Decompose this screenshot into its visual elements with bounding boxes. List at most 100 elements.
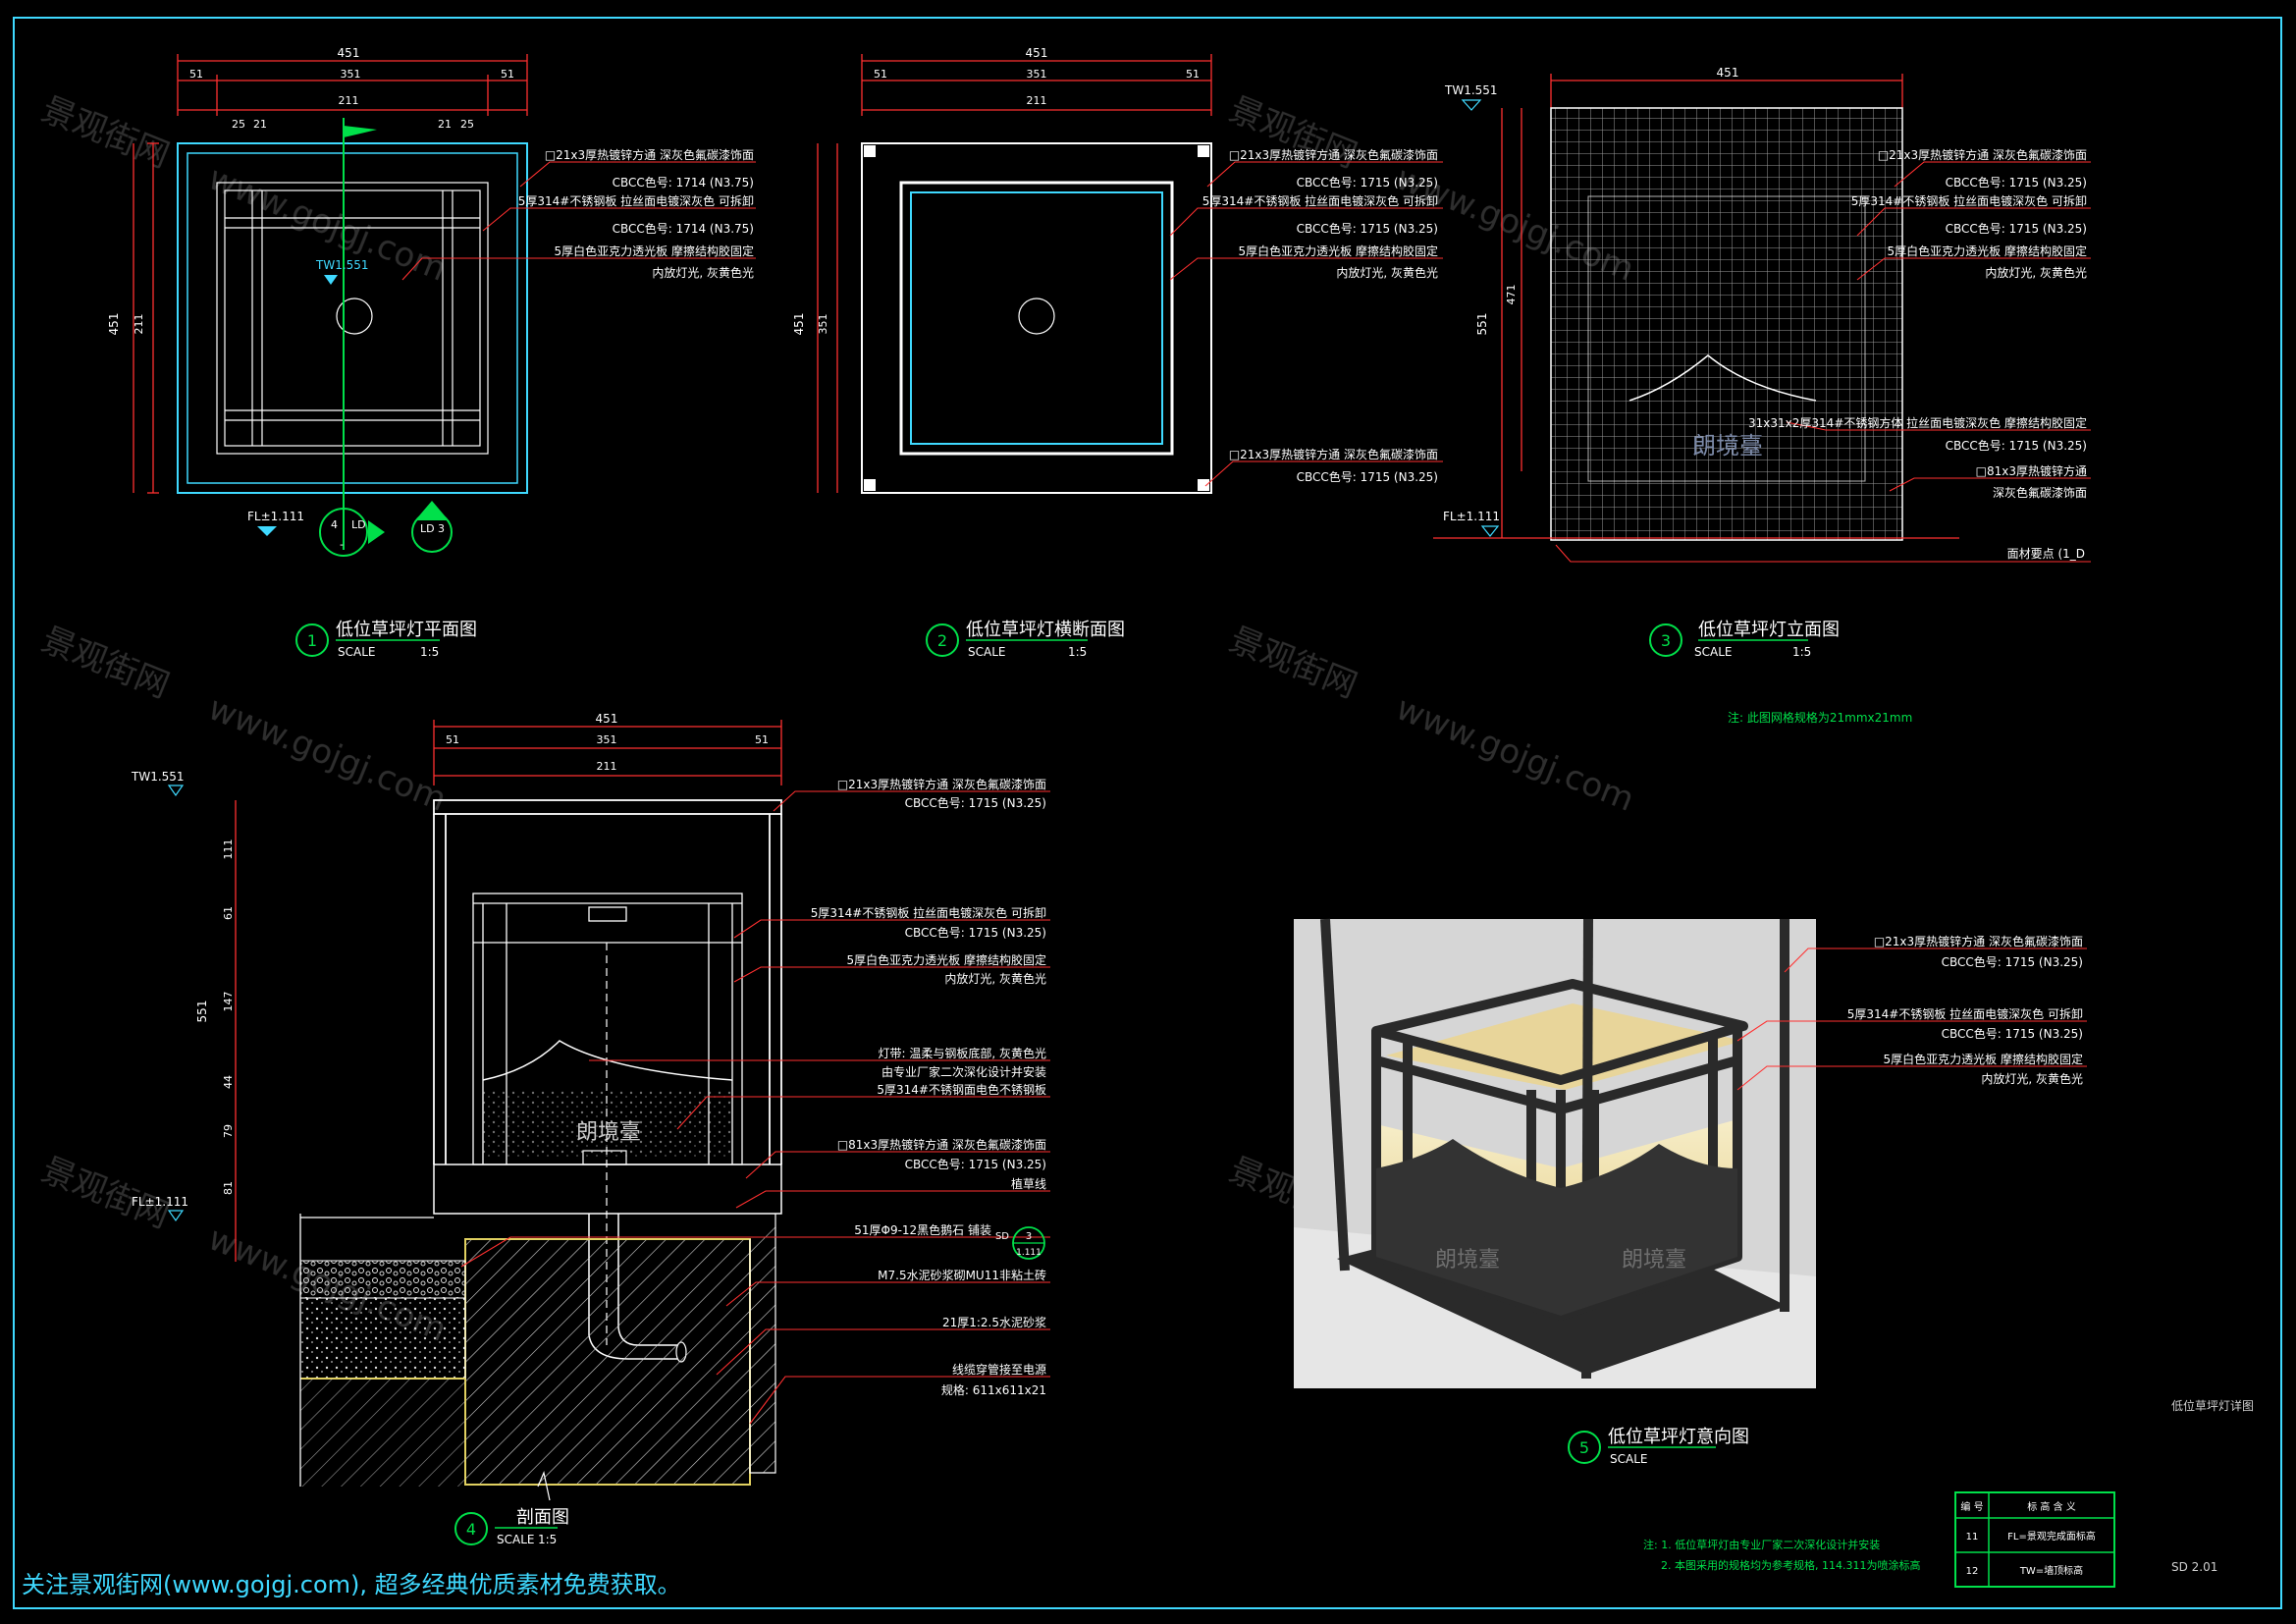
render-lower-panel-left xyxy=(1376,1139,1561,1316)
view-number-circle xyxy=(1649,623,1682,657)
section-callout-pipe: 线缆穿管接至电源 xyxy=(952,1362,1046,1377)
legend-row-2-code: 12 xyxy=(1966,1566,1979,1577)
elev-callout-frame: □21x3厚热镀锌方通 深灰色氟碳漆饰面 xyxy=(1878,147,2087,162)
section-ref-circle xyxy=(319,508,368,557)
section-ref-dash: - xyxy=(340,538,344,551)
footing-masonry xyxy=(464,1238,751,1486)
legend-header-meaning: 标 高 含 义 xyxy=(2027,1500,2076,1513)
elev-leader-paving xyxy=(1555,544,2091,563)
cross-callout-acrylic-note: 内放灯光, 灰黄色光 xyxy=(1336,265,1438,280)
section-callout-frame-e-color: CBCC色号: 1715 (N3.25) xyxy=(905,1158,1046,1171)
elevation-brand: 朗境臺 xyxy=(1692,432,1763,460)
section-ref-c: 3 xyxy=(438,522,445,535)
plan-dim-21b: 21 xyxy=(438,118,452,131)
section-callout-acrylic-note: 内放灯光, 灰黄色光 xyxy=(944,971,1046,986)
cross-section-view: 451 51 351 51 211 451 351 □21x3厚热镀锌方通 深灰… xyxy=(792,46,1443,659)
elev-leaders xyxy=(1786,161,2091,492)
section-dim-81: 81 xyxy=(222,1181,235,1195)
render-callout-acrylic: 5厚白色亚克力透光板 摩擦结构胶固定 xyxy=(1884,1052,2083,1066)
section-dim-side-right: 51 xyxy=(755,733,769,746)
plan-leaders xyxy=(401,161,756,281)
plan-dim-lines xyxy=(133,54,528,494)
view-3-number: 3 xyxy=(1661,631,1671,650)
cross-lamp-panel xyxy=(910,191,1163,445)
break-line xyxy=(537,1471,551,1501)
section-outer-posts xyxy=(433,799,782,1164)
cross-dim-total: 451 xyxy=(1026,46,1048,60)
view-1-title: 低位草坪灯平面图 xyxy=(336,620,477,640)
section-dim-44: 44 xyxy=(222,1075,235,1089)
cross-dim-side-left: 51 xyxy=(874,68,887,81)
plan-dim-center: 211 xyxy=(339,94,359,107)
view-4-scale: 1:5 xyxy=(538,1533,557,1546)
section-dim-side-left: 51 xyxy=(446,733,459,746)
view-2-title: 低位草坪灯横断面图 xyxy=(966,620,1125,640)
cross-callout-frame-color: CBCC色号: 1715 (N3.25) xyxy=(1297,176,1438,189)
view-3-scale-label: SCALE xyxy=(1694,645,1732,659)
elev-dim-551: 551 xyxy=(1475,313,1489,336)
section-dim-111: 111 xyxy=(222,839,235,860)
view-number-circle xyxy=(454,1512,488,1545)
cross-dim-side-right: 51 xyxy=(1186,68,1200,81)
plan-callout-steel-color: CBCC色号: 1714 (N3.75) xyxy=(613,222,754,236)
sheet-border xyxy=(13,17,2282,1609)
elev-grid-note: 注: 此图网格规格为21mmx21mm xyxy=(1728,710,1912,725)
section-callout-steel-color: CBCC色号: 1715 (N3.25) xyxy=(905,926,1046,940)
view-5-scale-label: SCALE xyxy=(1610,1452,1647,1466)
view-2-scale: 1:5 xyxy=(1068,645,1087,659)
cross-callout-frame-c-color: CBCC色号: 1715 (N3.25) xyxy=(1297,470,1438,484)
render-brand-right: 朗境臺 xyxy=(1622,1248,1686,1272)
view-1-scale-label: SCALE xyxy=(338,645,375,659)
section-callout-lamp: 灯带: 温柔与钢板底部, 灰黄色光 xyxy=(879,1046,1047,1060)
level-marker-icon xyxy=(167,785,185,797)
elev-dim-total: 451 xyxy=(1717,66,1739,80)
plan-callout-acrylic: 5厚白色亚克力透光板 摩擦结构胶固定 xyxy=(555,244,754,258)
level-marker-icon xyxy=(167,1210,185,1222)
section-base xyxy=(433,1164,782,1215)
section-dim-total: 451 xyxy=(596,712,618,726)
compacted-layer xyxy=(300,1379,465,1487)
section-callout-mortar: 21厚1:2.5水泥砂浆 xyxy=(942,1315,1046,1329)
plan-callout-acrylic-note: 内放灯光, 灰黄色光 xyxy=(652,265,754,280)
elev-callout-steel: 5厚314#不锈钢板 拉丝面电镀深灰色 可拆卸 xyxy=(1851,193,2087,208)
legend-header-code: 编 号 xyxy=(1960,1500,1983,1513)
sheet-label: 低位草坪灯详图 xyxy=(2171,1398,2254,1413)
cross-callout-frame: □21x3厚热镀锌方通 深灰色氟碳漆饰面 xyxy=(1229,147,1438,162)
cross-callout-acrylic: 5厚白色亚克力透光板 摩擦结构胶固定 xyxy=(1239,244,1438,258)
elev-callout-frame-d-note: 深灰色氟碳漆饰面 xyxy=(1993,486,2087,500)
view-1-scale: 1:5 xyxy=(420,645,439,659)
section-brand: 朗境臺 xyxy=(576,1120,641,1145)
section-right-wall xyxy=(749,1214,776,1474)
elev-callout-frame-d: □81x3厚热镀锌方通 xyxy=(1976,463,2087,478)
section-callout-pipe-size: 规格: 611x611x21 xyxy=(941,1382,1046,1397)
elev-callout-acrylic: 5厚白色亚克力透光板 摩擦结构胶固定 xyxy=(1888,244,2087,258)
section-callout-frame: □21x3厚热镀锌方通 深灰色氟碳漆饰面 xyxy=(837,777,1046,791)
legend-row-2-meaning: TW=墙顶标高 xyxy=(2019,1564,2083,1577)
cross-center-light xyxy=(1018,298,1055,335)
section-level-fl: FL±1.111 xyxy=(132,1195,188,1209)
watermark-brand: 景观街网 xyxy=(36,620,175,706)
cross-leaders xyxy=(1169,161,1443,487)
elevation-grid xyxy=(1550,107,1903,541)
level-marker-icon xyxy=(324,275,338,285)
watermark-url: www.gojgj.com xyxy=(1391,688,1640,820)
elev-level-fl: FL±1.111 xyxy=(1443,510,1500,523)
footer-note: 关注景观街网(www.gojgj.com), 超多经典优质素材免费获取。 xyxy=(22,1571,681,1598)
view-2-number: 2 xyxy=(937,631,947,650)
view-4-title: 剖面图 xyxy=(516,1507,569,1528)
plan-level-fl: FL±1.111 xyxy=(247,510,304,523)
plan-center-light xyxy=(336,298,373,335)
plan-callout-frame: □21x3厚热镀锌方通 深灰色氟碳漆饰面 xyxy=(545,147,754,162)
view-4-scale-label: SCALE xyxy=(497,1533,534,1546)
section-dim-551: 551 xyxy=(195,1001,209,1023)
view-3-title: 低位草坪灯立面图 xyxy=(1698,620,1840,640)
section-pattern xyxy=(483,1090,732,1159)
level-marker-icon xyxy=(257,526,277,536)
section-base-box xyxy=(582,1150,627,1165)
watermark-url: www.gojgj.com xyxy=(203,688,453,820)
plan-callout-frame-color: CBCC色号: 1714 (N3.75) xyxy=(613,176,754,189)
render-callout-frame: □21x3厚热镀锌方通 深灰色氟碳漆饰面 xyxy=(1874,934,2083,948)
elevation-curve xyxy=(1629,354,1817,402)
plan-inner-frame xyxy=(187,152,518,484)
